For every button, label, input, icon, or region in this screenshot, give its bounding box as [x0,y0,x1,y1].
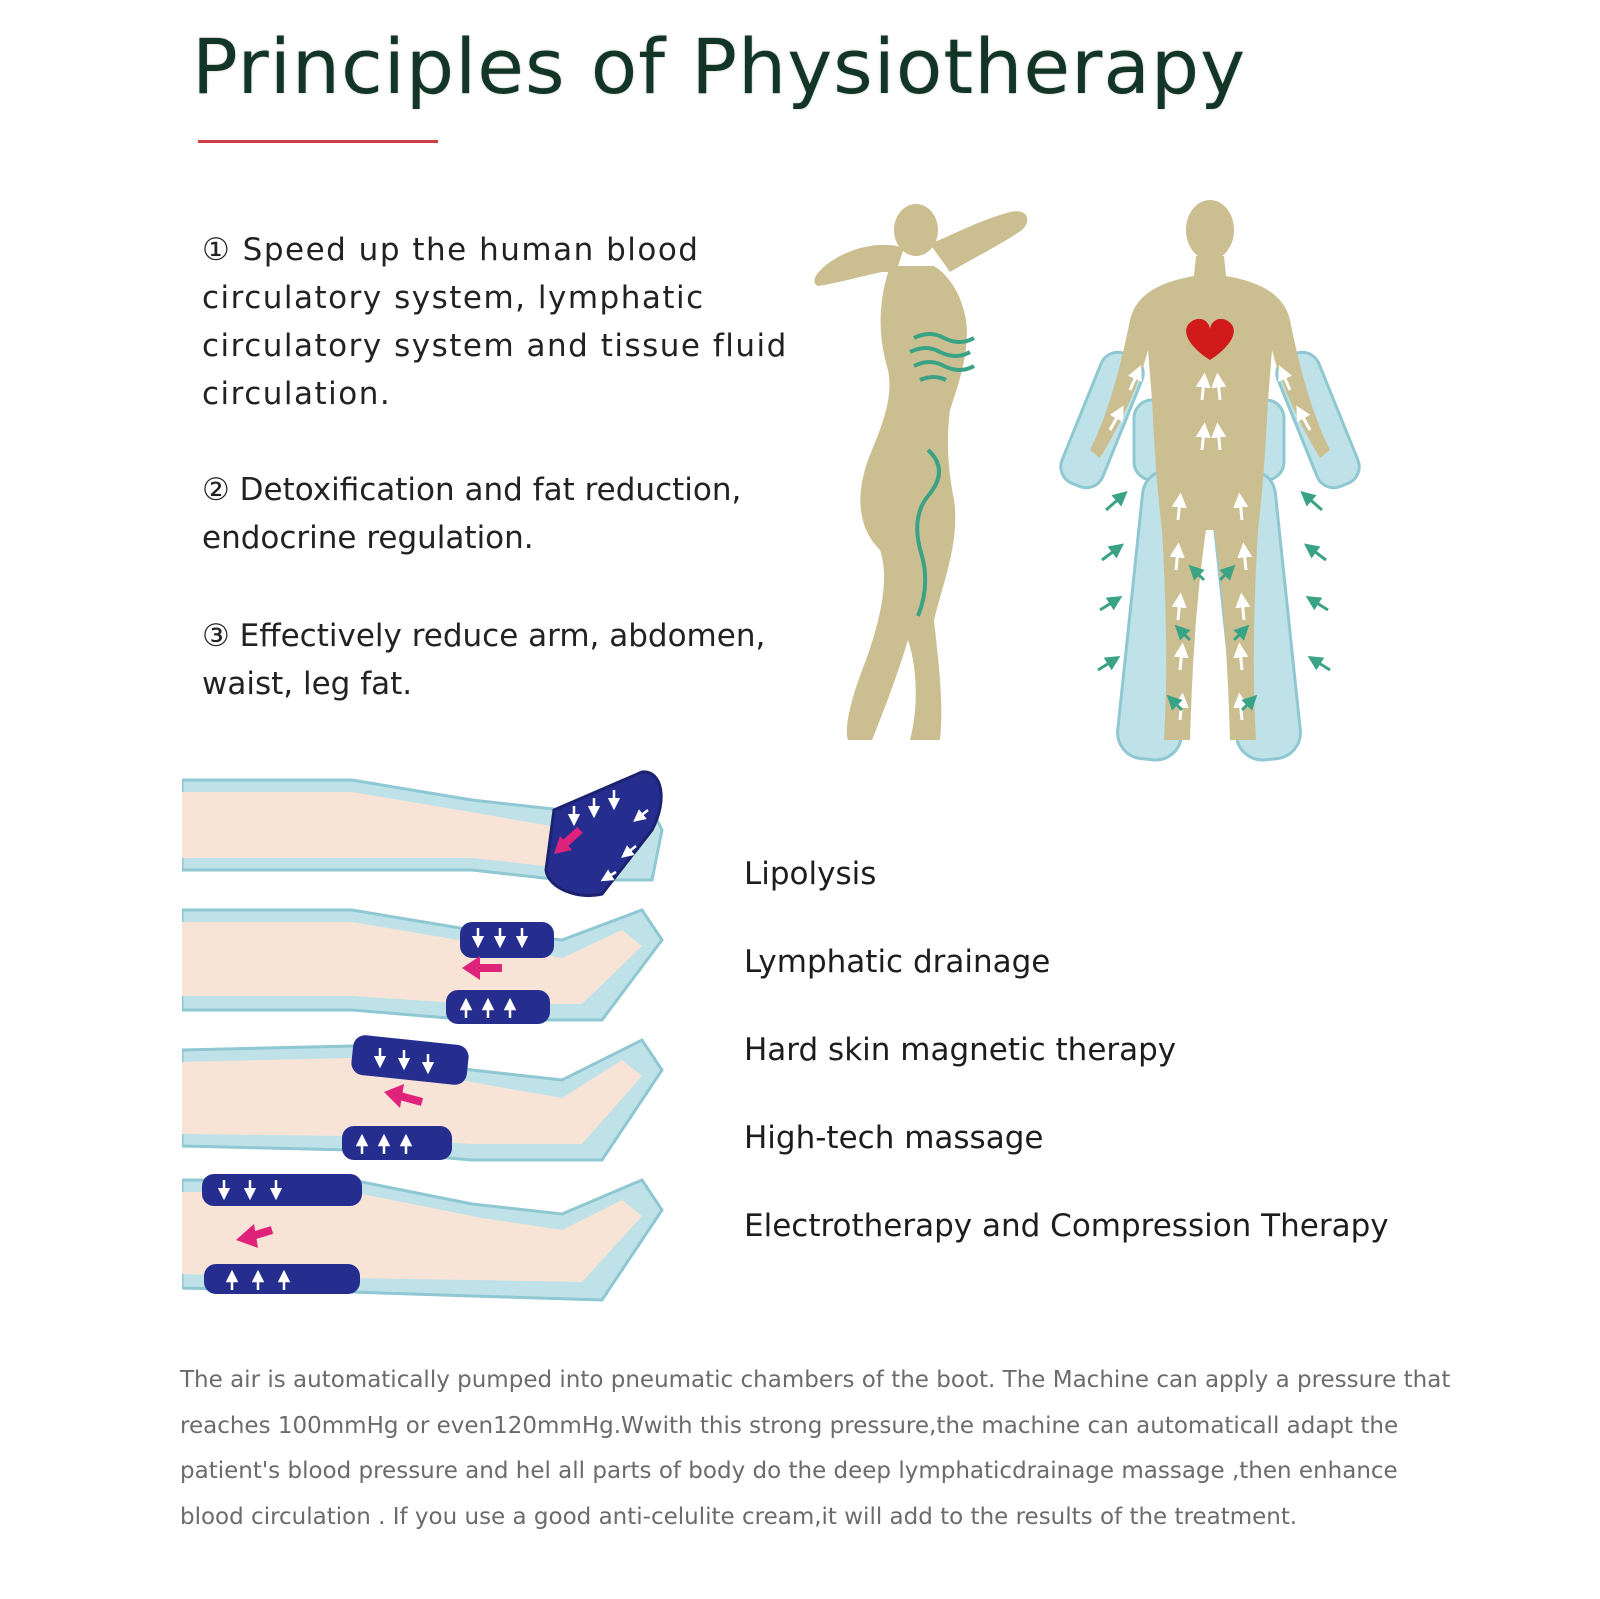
feature-item: Lipolysis [744,856,877,892]
leg-stage-calf [182,908,664,1024]
principle-3: ③ Effectively reduce arm, abdomen, waist… [202,618,766,702]
principle-1: ① Speed up the human blood circulatory s… [202,232,788,412]
feature-list: Lipolysis Lymphatic drainage Hard skin m… [744,854,1389,1294]
compression-boots-illustration [182,770,664,1302]
compression-suit-figure [1059,200,1361,762]
page-title: Principles of Physiotherapy [192,22,1247,111]
leg-stage-knee [182,1035,664,1162]
leg-stage-thigh [182,1174,664,1302]
feature-item: Lymphatic drainage [744,944,1051,980]
heart-icon [1186,318,1234,360]
inward-pressure-arrows [1097,491,1331,712]
upward-flow-arrows [1108,365,1312,721]
feature-item: Hard skin magnetic therapy [744,1032,1177,1068]
feature-item: Electrotherapy and Compression Therapy [744,1208,1389,1244]
posing-woman-figure [814,204,1028,740]
principle-2: ② Detoxification and fat reduction, endo… [202,472,742,556]
description-paragraph: The air is automatically pumped into pne… [180,1367,1451,1530]
wave-lines-icon [909,332,975,382]
feature-item: High-tech massage [744,1120,1044,1156]
title-underline [198,140,438,143]
body-silhouettes-illustration [814,200,1361,762]
leg-stage-foot [182,770,664,897]
